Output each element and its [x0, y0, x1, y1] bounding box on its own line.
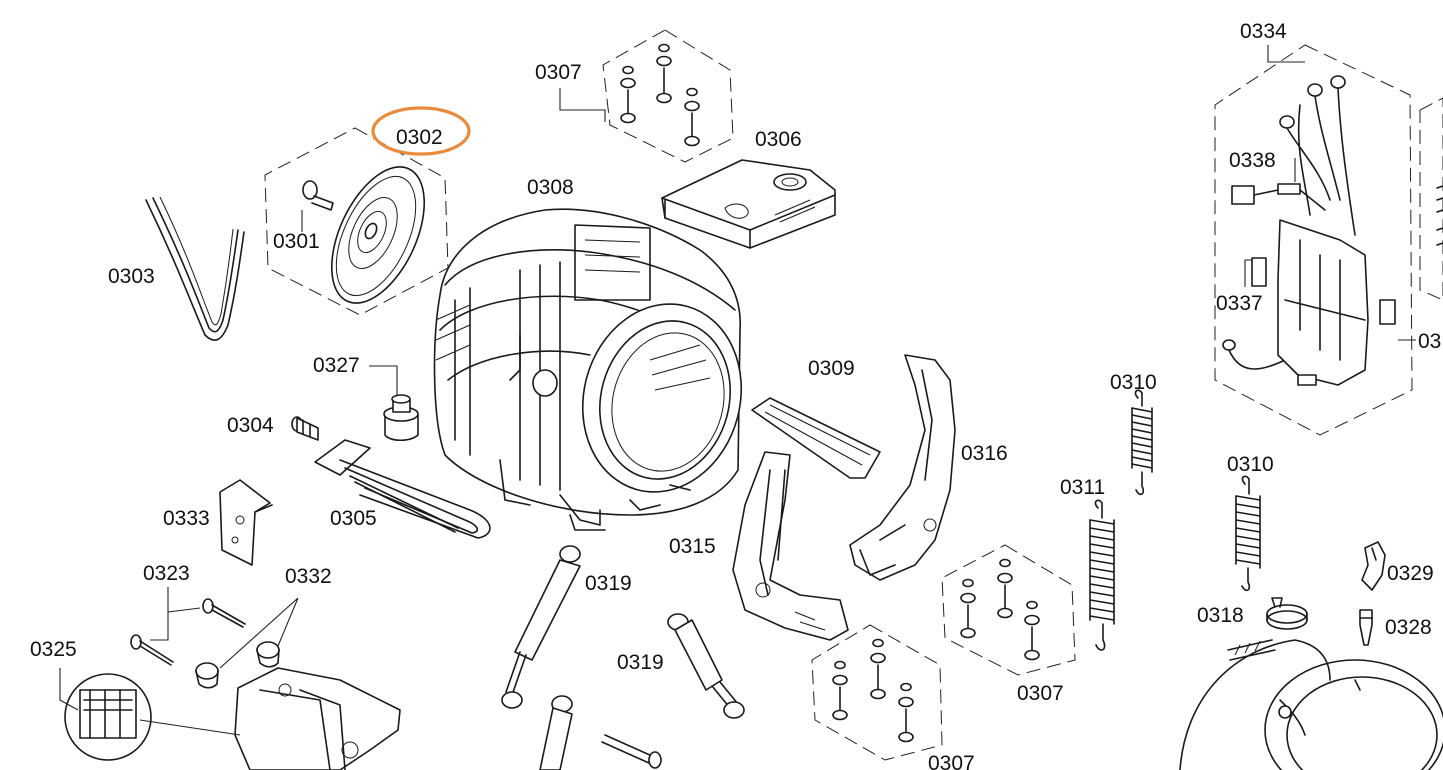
callout-0315: 0315 [669, 535, 716, 558]
callout-0323: 0323 [143, 562, 190, 585]
callout-0334: 0334 [1240, 20, 1287, 43]
motor [59, 667, 401, 770]
callout-0333: 0333 [163, 507, 210, 530]
screw-set-0323 [130, 587, 246, 666]
screw [870, 638, 886, 700]
drive-belt [145, 196, 245, 341]
screw-kit-bottom-right [941, 544, 1076, 676]
tub-weight-left [732, 451, 849, 641]
pulley-bolt [302, 180, 334, 211]
drum-pulley [330, 166, 426, 304]
spring-0310-upper [1131, 389, 1153, 496]
heating-element [314, 439, 491, 539]
spring-0310-lower [1235, 475, 1261, 592]
callout-0301: 0301 [273, 230, 320, 253]
callout-0310-upper: 0310 [1110, 371, 1157, 394]
callout-0302: 0302 [396, 126, 443, 149]
mounting-bracket [219, 479, 273, 566]
callout-0306: 0306 [755, 128, 802, 151]
screw [620, 65, 636, 124]
screw [1024, 600, 1040, 661]
callout-0308: 0308 [527, 176, 574, 199]
screw [960, 578, 976, 639]
callout-0309: 0309 [808, 357, 855, 380]
callout-0319-b: 0319 [617, 651, 664, 674]
callout-labels: 0301 0302 0303 0304 0305 0306 0307 0307 … [30, 20, 1441, 770]
callout-0311: 0311 [1060, 476, 1105, 499]
screw [997, 558, 1013, 619]
callout-0338: 0338 [1229, 149, 1276, 172]
spring-0311 [1089, 499, 1115, 651]
callout-0316: 0316 [961, 442, 1008, 465]
callout-0337: 0337 [1216, 292, 1263, 315]
part-0329 [1361, 541, 1386, 591]
counterweight [661, 159, 836, 249]
screw [656, 43, 672, 104]
screw [684, 87, 700, 147]
callout-0328: 0328 [1385, 616, 1432, 639]
tub-weight-right [849, 354, 956, 581]
ntc-sensor [291, 416, 319, 441]
screw-kit-bottom-left [811, 624, 943, 761]
bushes-0332 [195, 597, 299, 689]
wiring-harness-group [1214, 44, 1443, 436]
hose-clamp [1266, 597, 1308, 630]
pulley-group [264, 127, 449, 316]
callout-0307-bottom-left: 0307 [928, 752, 975, 770]
part-0328 [1359, 609, 1373, 646]
callout-0319-a: 0319 [585, 572, 632, 595]
callout-0305: 0305 [330, 507, 377, 530]
shock-absorber-3 [539, 695, 573, 770]
callout-0325: 0325 [30, 638, 77, 661]
shock-absorber-2 [667, 613, 745, 719]
callout-0329: 0329 [1387, 562, 1434, 585]
shock-absorber-1 [501, 545, 581, 709]
callout-0303: 0303 [108, 265, 155, 288]
edge-part-0334 [1436, 185, 1443, 246]
highlight-ring [371, 106, 471, 156]
screw [898, 682, 914, 743]
bolt-0319 [601, 734, 662, 769]
callout-0318: 0318 [1197, 604, 1244, 627]
callout-0310-lower: 0310 [1227, 453, 1274, 476]
callout-0307-bottom-right: 0307 [1017, 682, 1064, 705]
door-seal [1179, 639, 1443, 770]
screw-kit-top [559, 29, 734, 163]
screw [832, 660, 848, 721]
callout-03-cut: 03 [1418, 330, 1441, 353]
callout-0307-top: 0307 [535, 61, 582, 84]
callout-0327: 0327 [313, 354, 360, 377]
drum-paddle [751, 397, 881, 479]
callout-0304: 0304 [227, 414, 274, 437]
pressure-chamber [369, 365, 419, 442]
wash-tub [433, 208, 743, 531]
callout-0332: 0332 [285, 565, 332, 588]
